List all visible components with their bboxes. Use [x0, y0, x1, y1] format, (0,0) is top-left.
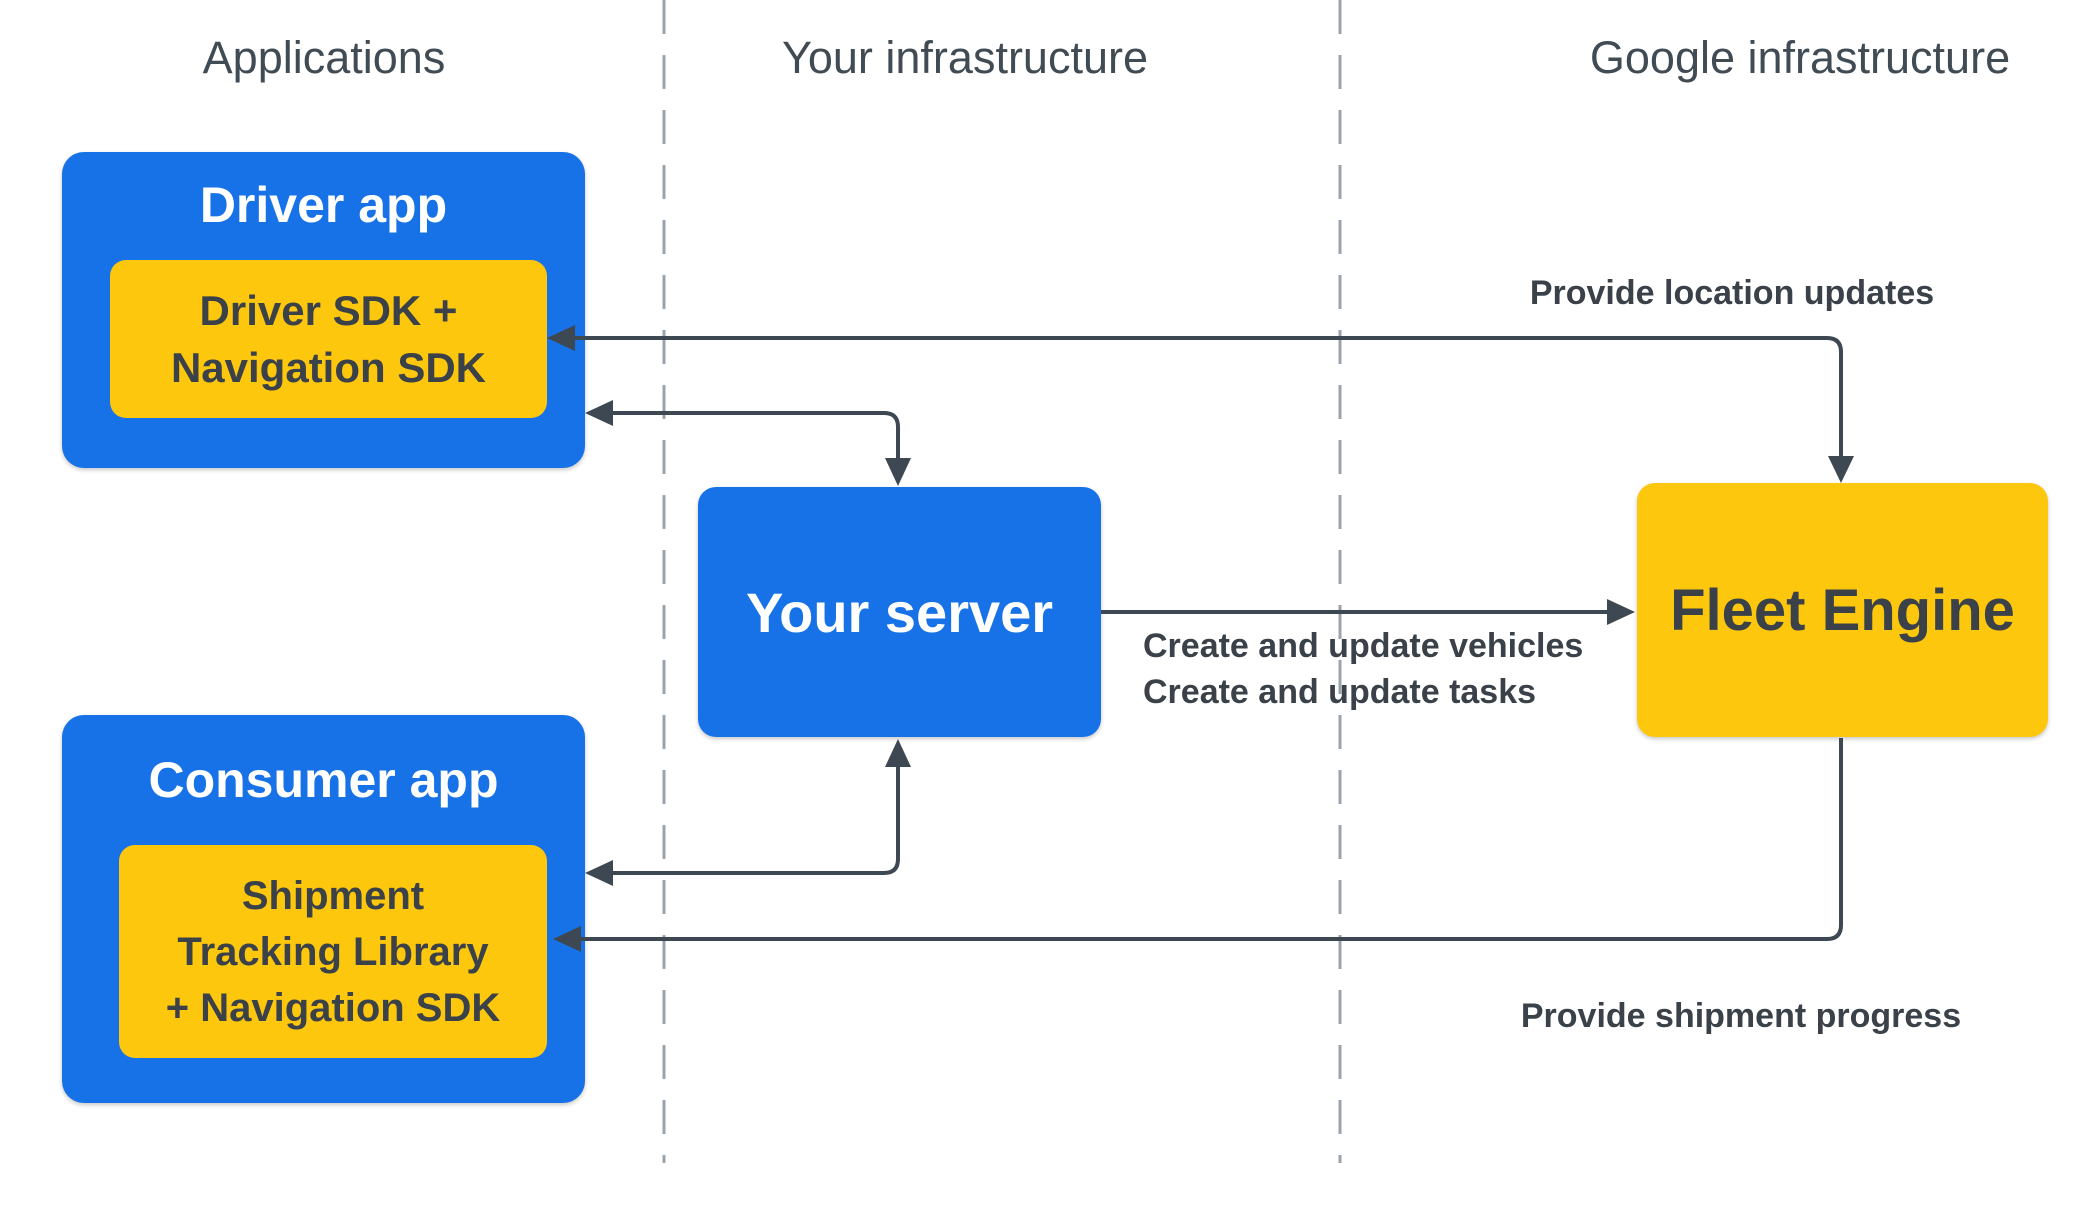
shipment-lib-line2: Tracking Library	[177, 929, 489, 974]
edge-label-provide-location-updates: Provide location updates	[1529, 273, 1935, 312]
column-header-applications: Applications	[202, 32, 446, 83]
column-header-your-infrastructure: Your infrastructure	[781, 32, 1149, 83]
edge-shipment-progress	[553, 738, 1843, 952]
shipment-lib-line3: + Navigation SDK	[165, 985, 501, 1030]
arrowhead-into-driver-app	[585, 400, 613, 426]
edge-location-updates	[547, 325, 1854, 483]
your-server-label: Your server	[745, 580, 1054, 644]
column-header-google-infrastructure: Google infrastructure	[1589, 32, 2011, 83]
edge-label-provide-shipment-progress: Provide shipment progress	[1520, 996, 1962, 1035]
consumer-app-title: Consumer app	[148, 752, 499, 808]
your-server-box: Your server	[698, 487, 1101, 737]
fleet-engine-label: Fleet Engine	[1670, 577, 2015, 643]
driver-sdk-line2: Navigation SDK	[170, 344, 487, 391]
edge-your-server-fleet-engine	[1101, 599, 1635, 625]
driver-app-title: Driver app	[199, 177, 448, 233]
edge-label-create-update: Create and update vehicles Create and up…	[1143, 623, 1583, 715]
edge-label-create-update-vehicles: Create and update vehicles	[1143, 627, 1584, 665]
consumer-app-box: Consumer app Shipment Tracking Library +…	[62, 715, 585, 1103]
driver-sdk-box: Driver SDK + Navigation SDK	[110, 260, 547, 418]
edge-label-create-update-tasks: Create and update tasks	[1143, 673, 1537, 711]
arrowhead-into-your-server-bottom	[885, 739, 911, 767]
fleet-engine-box: Fleet Engine	[1637, 483, 2048, 737]
shipment-lib-line1: Shipment	[241, 873, 425, 918]
arrowhead-into-fleet-engine-top	[1828, 456, 1854, 483]
edge-driver-app-your-server	[585, 400, 911, 486]
arrowhead-into-consumer-app	[585, 860, 613, 886]
shipment-tracking-library-box: Shipment Tracking Library + Navigation S…	[119, 845, 547, 1058]
arrowhead-into-fleet-engine-left	[1607, 599, 1635, 625]
driver-app-box: Driver app Driver SDK + Navigation SDK	[62, 152, 585, 468]
arrowhead-into-your-server-top	[885, 458, 911, 486]
driver-sdk-line1: Driver SDK +	[199, 287, 458, 334]
edge-consumer-app-your-server	[585, 739, 911, 886]
